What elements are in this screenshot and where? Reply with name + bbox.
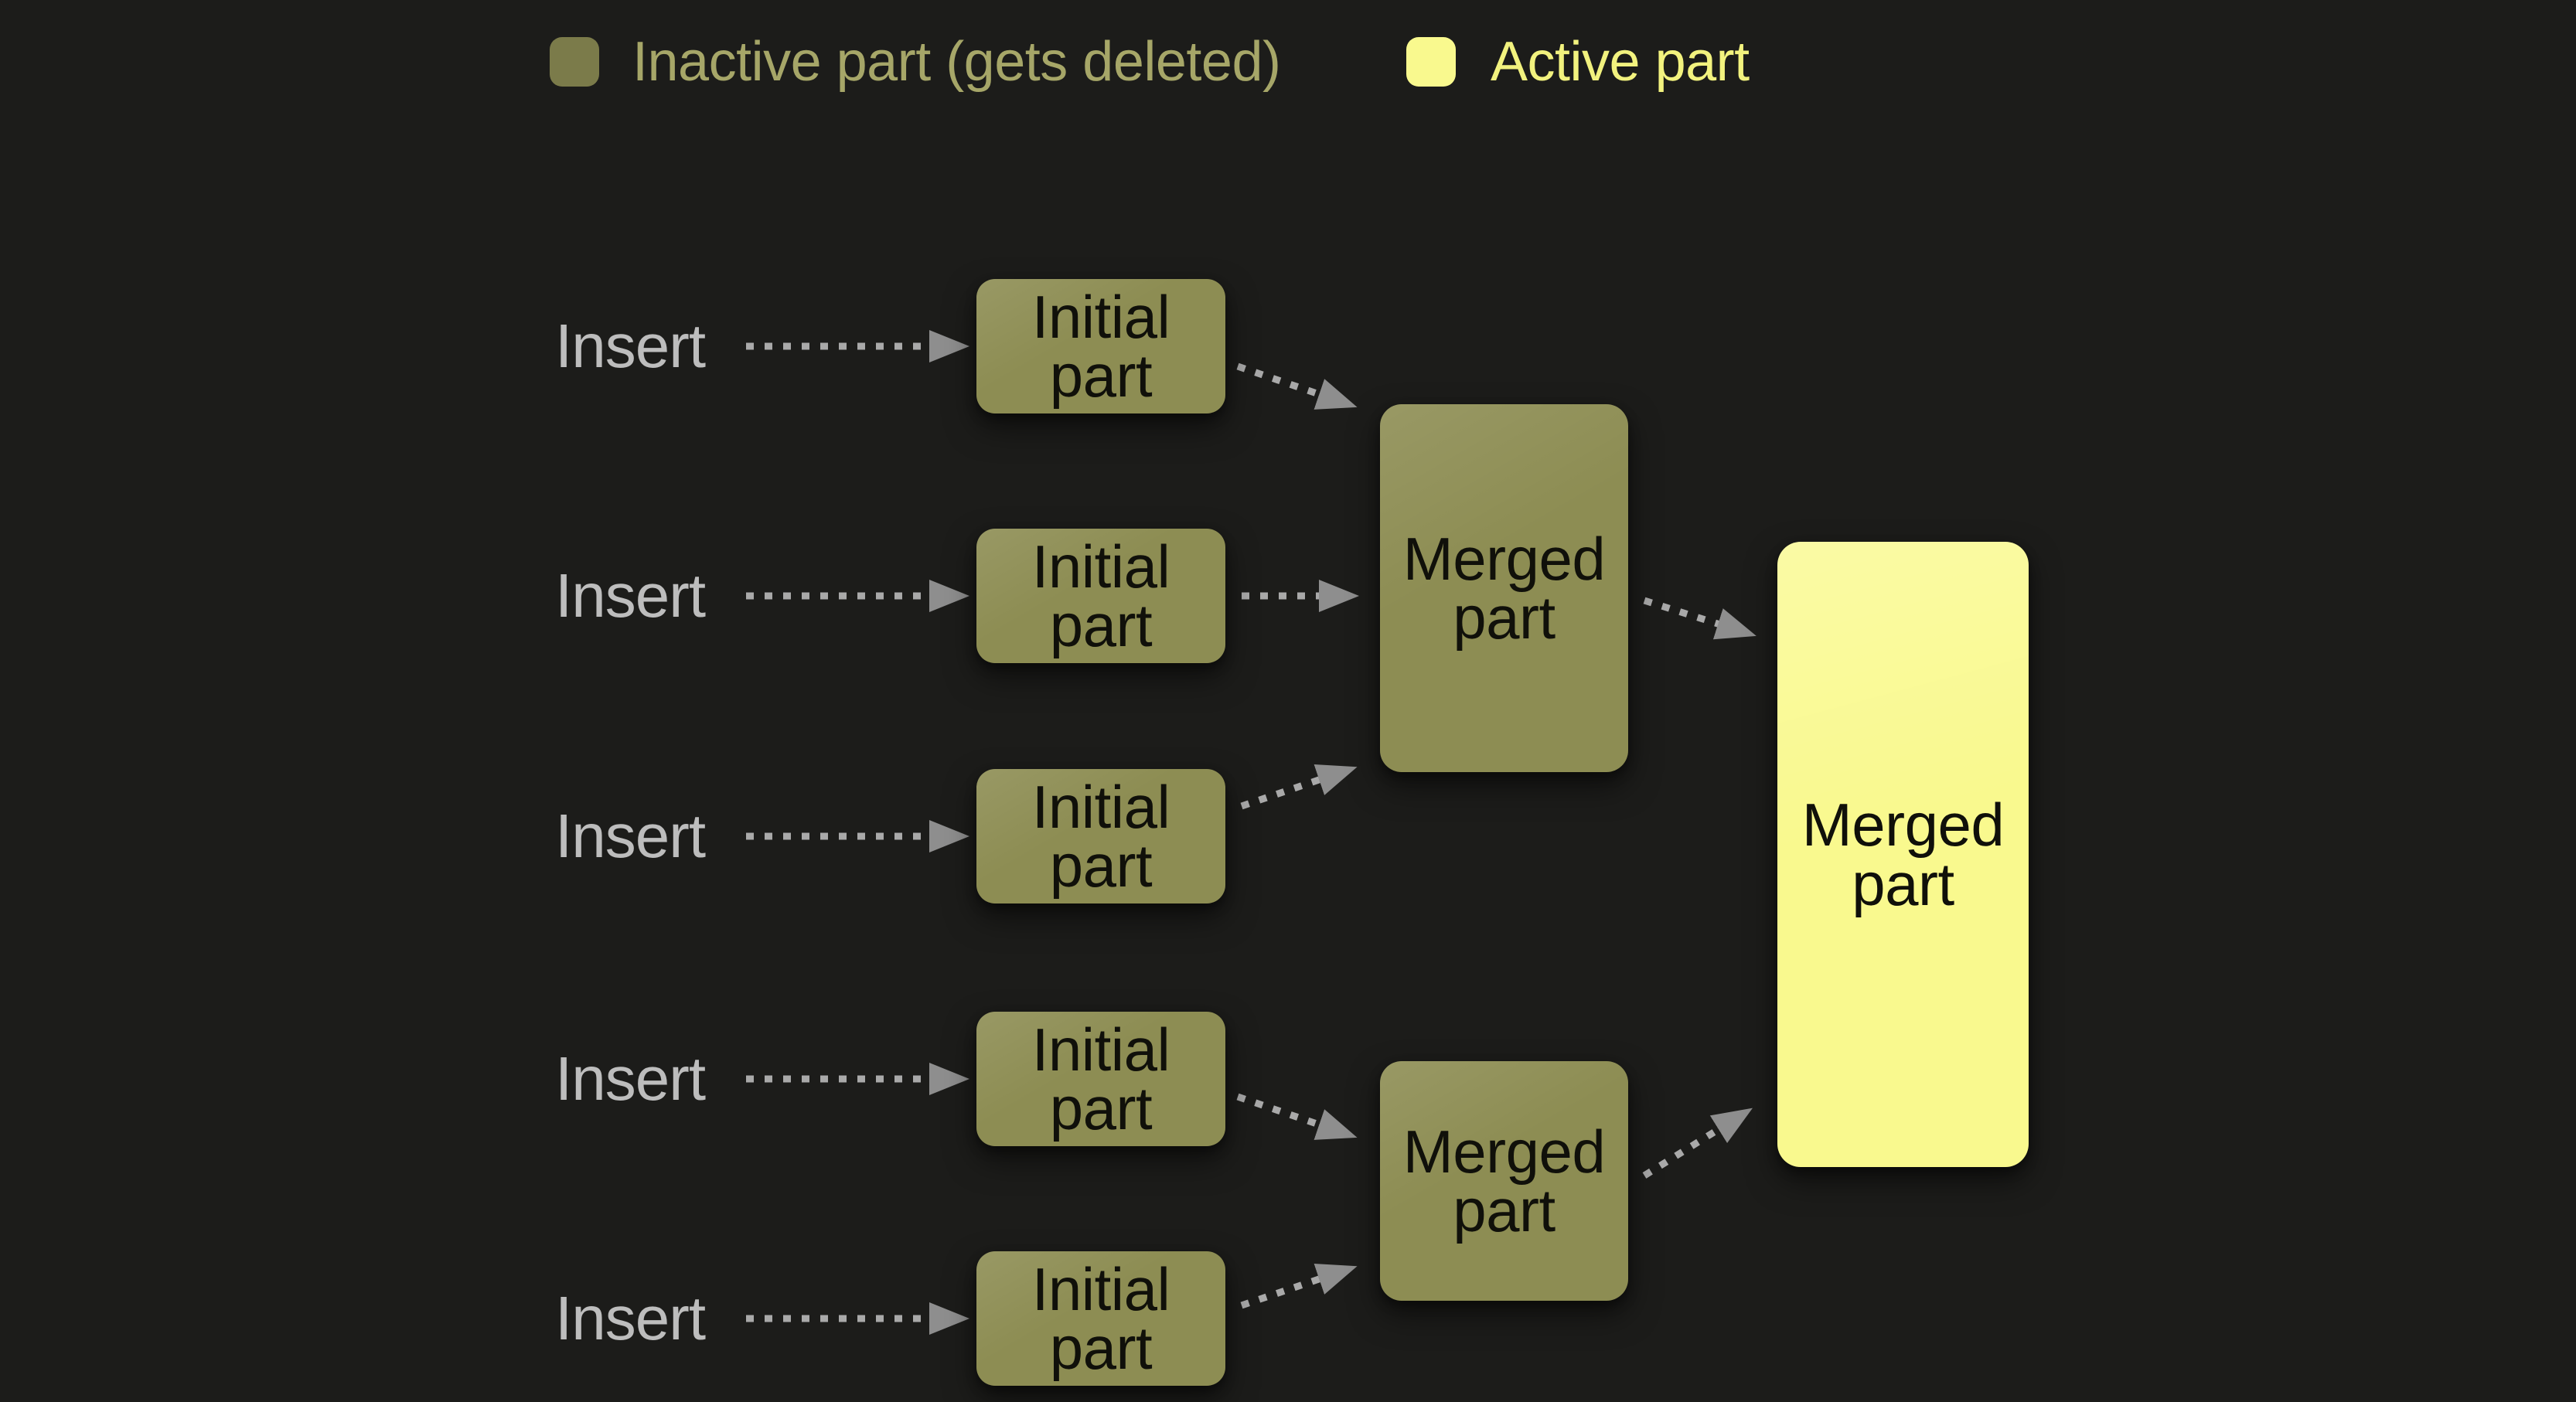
initial-part-label: Initial part — [1031, 772, 1170, 900]
arrow-initial4-merged2 — [1236, 1093, 1358, 1140]
legend-inactive-label: Inactive part (gets deleted) — [632, 31, 1281, 93]
active-merged-part-box: Merged part — [1777, 542, 2029, 1167]
initial-part-box-2: Initial part — [976, 529, 1225, 663]
initial-part-box-4: Initial part — [976, 1012, 1225, 1146]
arrow-merged2-active — [1642, 1108, 1753, 1179]
merged-part-label: Merged part — [1801, 791, 2005, 918]
legend-active-label: Active part — [1491, 31, 1750, 93]
arrow-merged1-active — [1643, 597, 1757, 640]
insert-label-1: Insert — [555, 311, 706, 380]
initial-part-box-5: Initial part — [976, 1251, 1225, 1386]
legend-inactive-swatch — [550, 37, 599, 87]
arrow-initial3-merged1 — [1240, 764, 1358, 810]
initial-part-box-1: Initial part — [976, 279, 1225, 413]
insert-label-5: Insert — [555, 1284, 706, 1353]
initial-part-label: Initial part — [1031, 1015, 1170, 1142]
merged-part-box-1: Merged part — [1380, 404, 1628, 772]
insert-label-4: Insert — [555, 1044, 706, 1113]
merged-part-label: Merged part — [1402, 524, 1606, 652]
legend-active-swatch — [1406, 37, 1456, 87]
arrow-initial5-merged2 — [1240, 1264, 1358, 1309]
initial-part-label: Initial part — [1031, 282, 1170, 410]
initial-part-box-3: Initial part — [976, 769, 1225, 903]
insert-label-3: Insert — [555, 801, 706, 870]
merged-part-box-2: Merged part — [1380, 1061, 1628, 1301]
initial-part-label: Initial part — [1031, 532, 1170, 659]
arrow-initial1-merged1 — [1236, 362, 1358, 410]
initial-part-label: Initial part — [1031, 1254, 1170, 1382]
merged-part-label: Merged part — [1402, 1117, 1606, 1244]
insert-label-2: Insert — [555, 561, 706, 630]
